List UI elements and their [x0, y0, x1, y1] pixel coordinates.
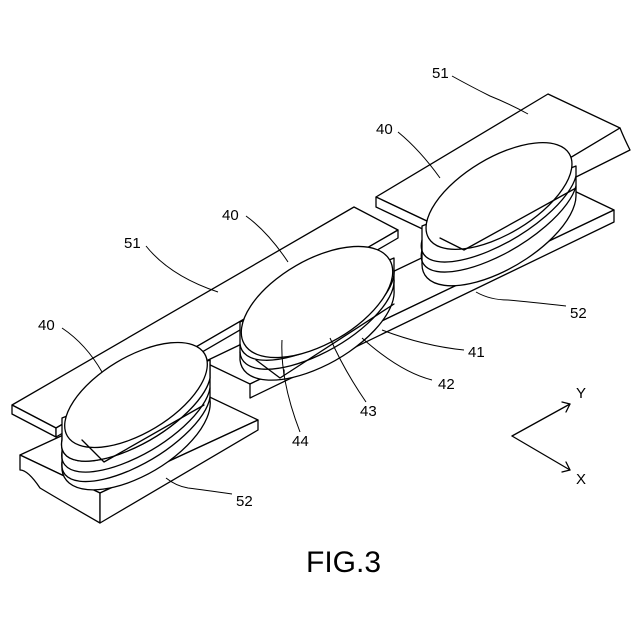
label-40-right: 40: [376, 121, 393, 138]
label-51-top: 51: [432, 65, 449, 82]
label-43: 43: [360, 403, 377, 420]
label-44: 44: [292, 433, 309, 450]
label-42: 42: [438, 376, 455, 393]
label-40-center: 40: [222, 207, 239, 224]
axis-indicator: Y X: [512, 385, 586, 488]
axis-y-label: Y: [576, 385, 586, 402]
label-41: 41: [468, 344, 485, 361]
label-52-left: 52: [236, 493, 253, 510]
label-40-left: 40: [38, 317, 55, 334]
axis-x-label: X: [576, 471, 586, 488]
label-52-right: 52: [570, 305, 587, 322]
figure-caption: FIG.3: [306, 546, 381, 579]
label-51-left: 51: [124, 235, 141, 252]
